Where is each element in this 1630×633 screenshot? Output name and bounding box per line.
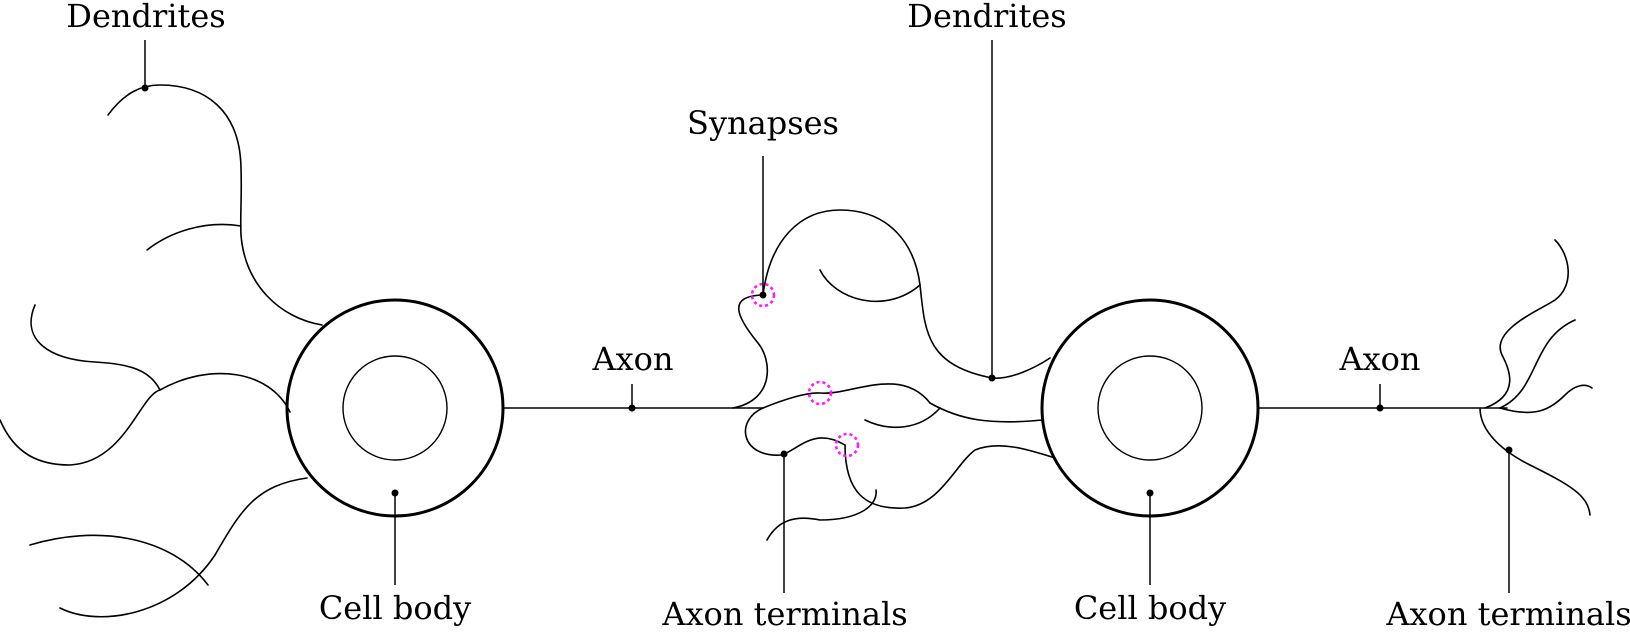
label-axon-terminals-left: Axon terminals	[662, 595, 908, 633]
right-nucleus	[1097, 355, 1203, 461]
label-cell-body-right: Cell body	[1073, 589, 1227, 627]
label-synapses: Synapses	[687, 104, 839, 142]
anchor-axon-terminals-left	[780, 450, 788, 458]
label-dendrites-right: Dendrites	[907, 0, 1067, 35]
right-neuron	[762, 209, 1593, 541]
label-axon-left: Axon	[592, 340, 674, 378]
left-dendrite-upper-branch	[146, 223, 242, 251]
left-cell-body	[285, 298, 505, 518]
right-cell-body	[1040, 298, 1260, 518]
anchor-axon-terminals-right	[1505, 446, 1513, 454]
label-dendrites-left: Dendrites	[66, 0, 226, 35]
synapse-markers	[750, 282, 860, 458]
right-terminal-1	[1484, 239, 1569, 409]
left-neuron	[0, 84, 931, 618]
right-dendrite-top-branch	[819, 269, 921, 303]
anchor-dendrites-right	[988, 374, 996, 382]
label-axon-terminals-right: Axon terminals	[1386, 595, 1630, 633]
anchor-cell-body-right	[1146, 489, 1154, 497]
right-dendrite-lower	[844, 444, 1056, 509]
synapse-marker-top	[750, 282, 776, 308]
right-terminal-4	[1479, 407, 1591, 516]
anchor-dendrites-left	[141, 84, 149, 92]
left-terminal-middle	[762, 383, 931, 409]
leader-lines	[141, 40, 1513, 593]
right-dendrite-lower-branch	[766, 489, 877, 541]
anchor-cell-body-left	[391, 489, 399, 497]
left-nucleus	[342, 355, 448, 461]
synapse-marker-bottom	[834, 432, 860, 458]
anchor-axon-right	[1376, 404, 1384, 412]
right-terminal-2	[1499, 319, 1576, 409]
anchor-synapses	[759, 291, 767, 299]
left-dendrite-top	[107, 84, 323, 326]
left-dendrite-bottom	[59, 477, 308, 618]
left-terminal-upper	[732, 294, 769, 409]
left-dendrite-bottom-branch	[29, 534, 209, 586]
right-terminal-3	[1499, 384, 1593, 414]
label-cell-body-left: Cell body	[318, 589, 472, 627]
right-dendrite-middle	[929, 402, 1043, 423]
anchor-axon-left	[628, 404, 636, 412]
label-axon-right: Axon	[1339, 340, 1421, 378]
right-dendrite-middle-branch	[864, 407, 941, 429]
synapse-marker-middle	[807, 380, 833, 406]
left-terminal-lower	[744, 407, 846, 456]
left-dendrite-lower	[0, 389, 161, 466]
left-dendrite-middle	[30, 304, 291, 413]
